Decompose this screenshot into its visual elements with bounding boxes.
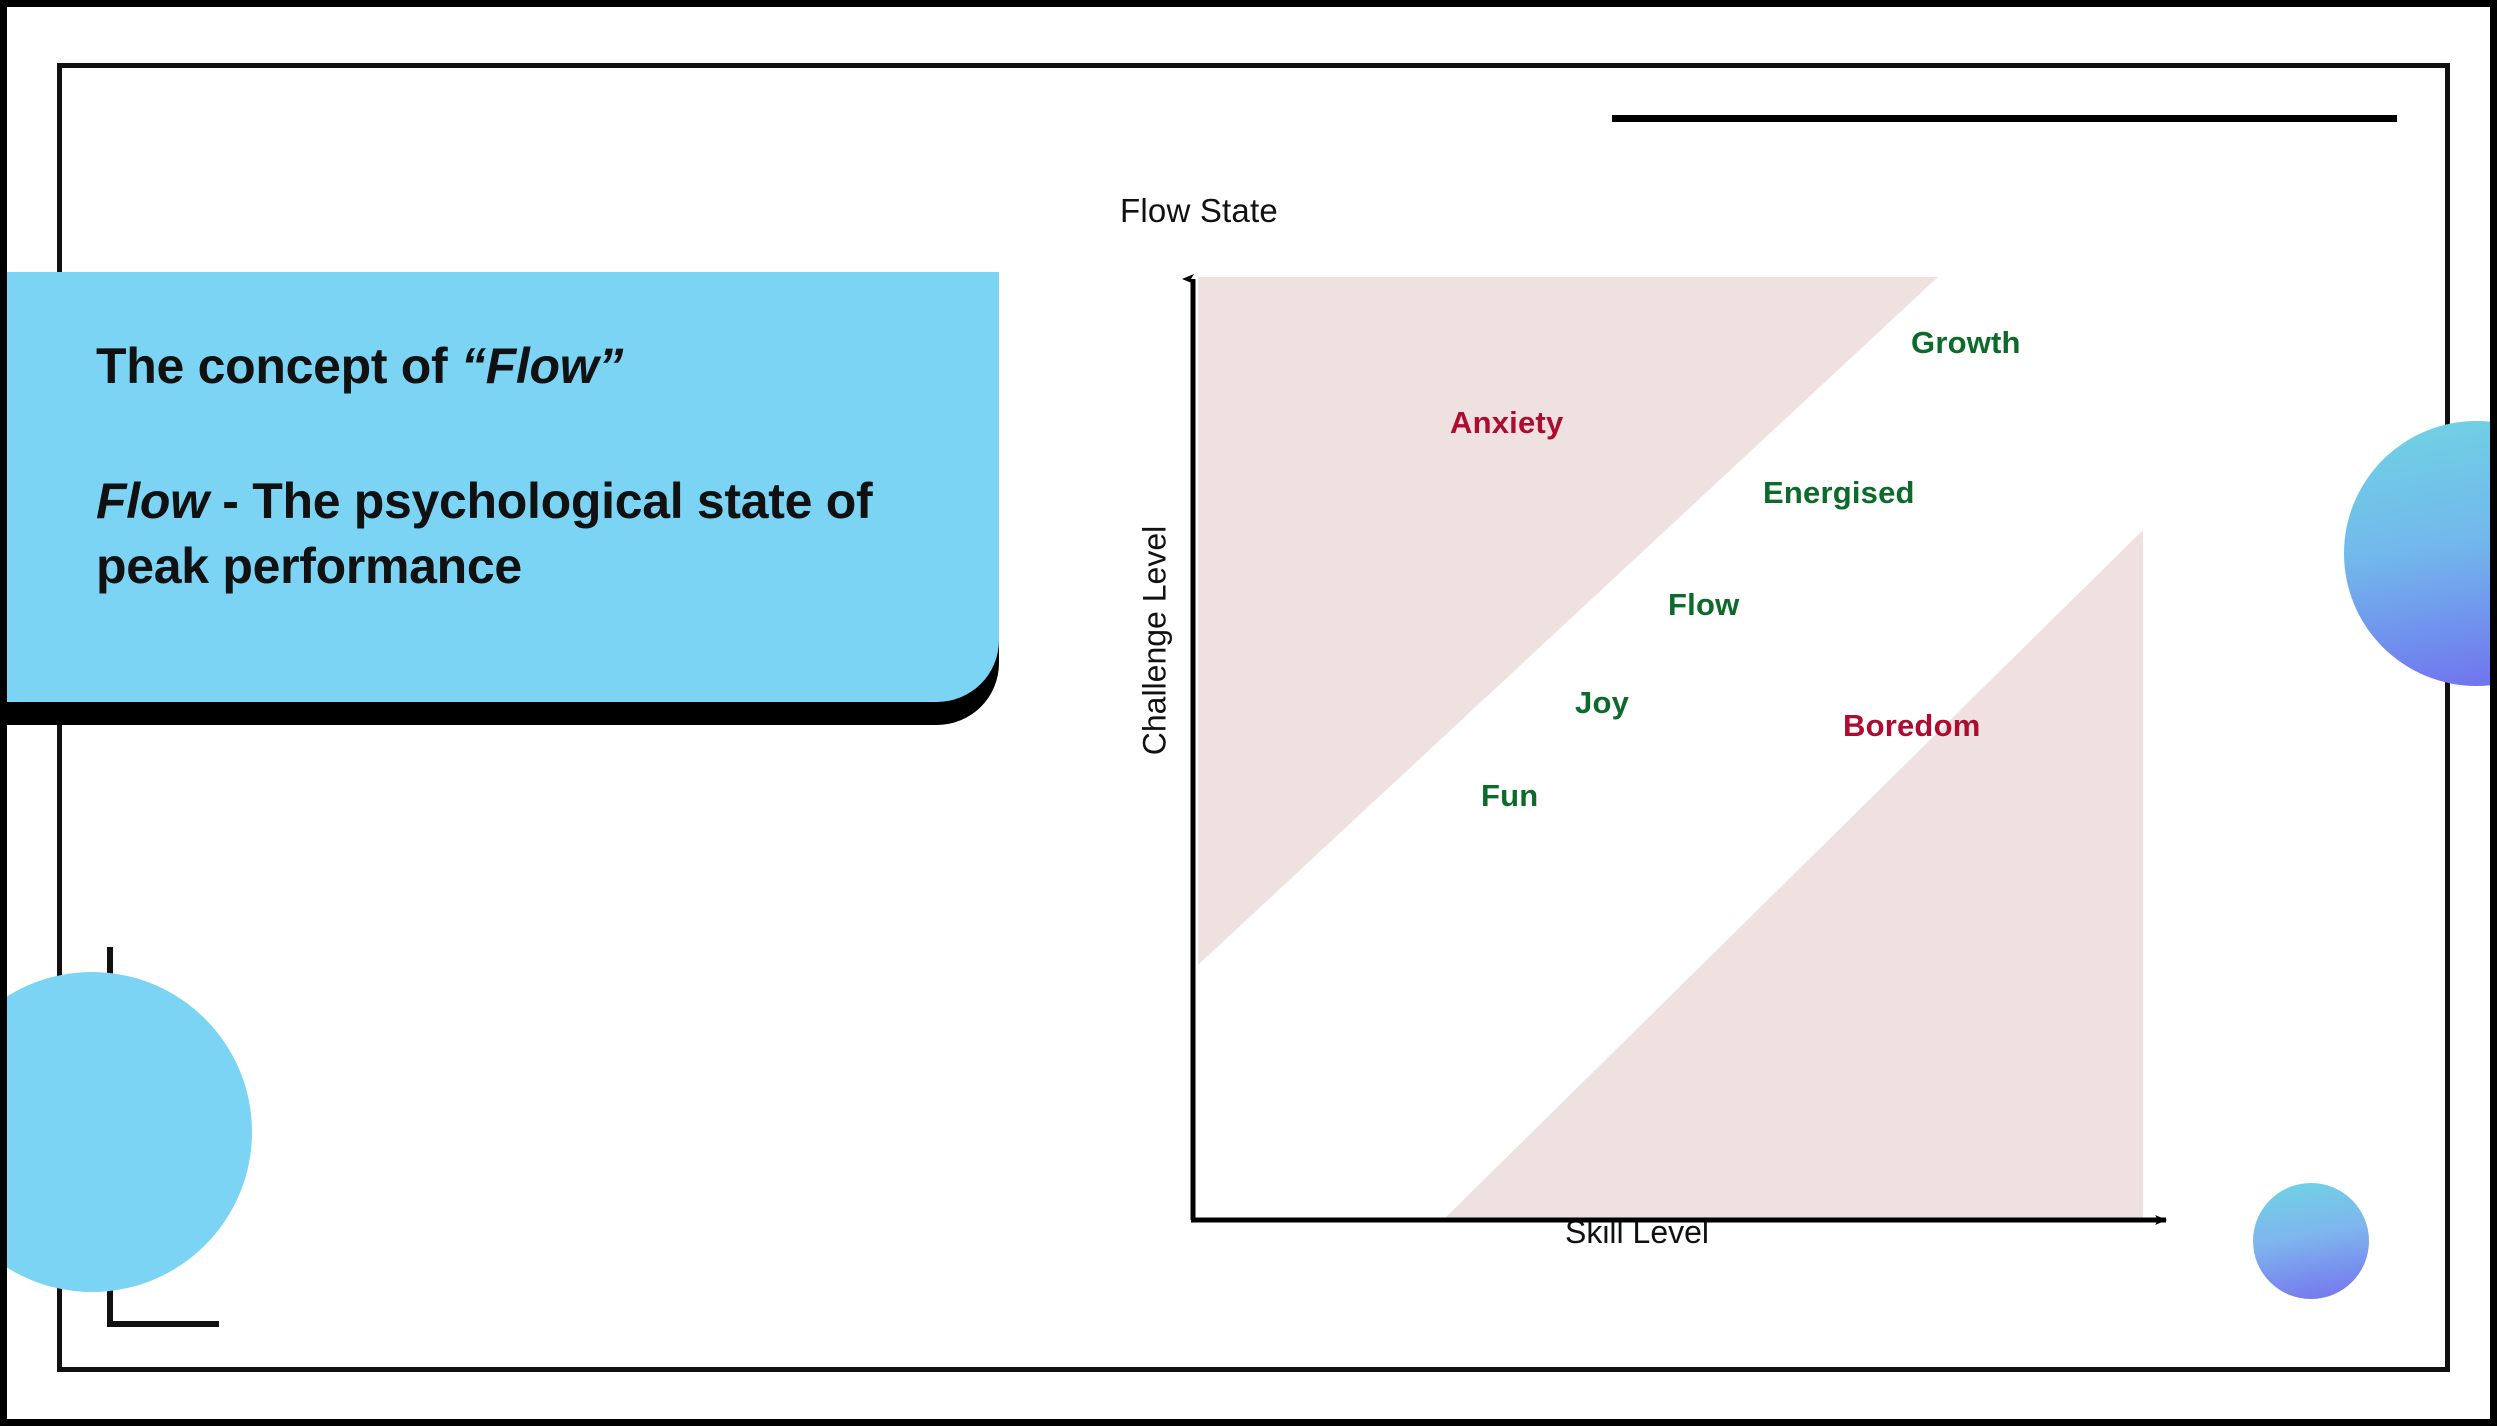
callout-heading-quoted: “Flow” xyxy=(460,338,624,394)
zone-label-energised: Energised xyxy=(1763,475,1915,510)
decorative-circle-small xyxy=(2253,1183,2369,1299)
zone-label-growth: Growth xyxy=(1911,325,2021,360)
chart-plot-area: Growth Anxiety Energised Flow Joy Boredo… xyxy=(1182,265,2188,1235)
flow-state-chart: Flow State Challenge Level Skill Level xyxy=(1107,192,2217,1272)
zone-label-flow: Flow xyxy=(1668,587,1740,622)
corner-bracket-horizontal xyxy=(107,1321,219,1327)
callout-card: The concept of “Flow” Flow - The psychol… xyxy=(7,272,999,702)
decorative-circle-large xyxy=(2344,421,2490,686)
chart-svg xyxy=(1182,274,2167,1225)
y-axis-label: Challenge Level xyxy=(1136,525,1173,756)
callout-definition-term: Flow xyxy=(96,473,209,529)
callout-heading-text: The concept of xyxy=(96,338,461,394)
callout-definition: Flow - The psychological state of peak p… xyxy=(96,469,959,599)
accent-rule xyxy=(1612,115,2397,122)
zone-label-anxiety: Anxiety xyxy=(1450,405,1564,440)
zone-label-fun: Fun xyxy=(1481,778,1539,813)
zone-label-boredom: Boredom xyxy=(1843,708,1981,743)
boredom-zone-region xyxy=(1443,530,2143,1220)
callout-definition-body: - The psychological state of peak perfor… xyxy=(96,473,873,594)
decorative-circle-left xyxy=(7,972,252,1292)
zone-label-joy: Joy xyxy=(1575,685,1630,720)
anxiety-zone-region xyxy=(1198,277,1938,965)
callout-heading: The concept of “Flow” xyxy=(96,334,959,399)
chart-title: Flow State xyxy=(1120,192,1278,229)
